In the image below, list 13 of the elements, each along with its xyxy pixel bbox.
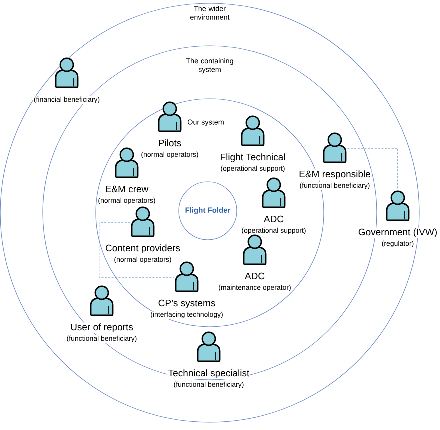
name-label: Flight Technical	[219, 152, 287, 164]
name-label: Technical specialist	[168, 368, 250, 380]
name-label: E&M responsible	[298, 170, 372, 180]
name-label: Content providers	[104, 244, 182, 254]
name-label: ADC	[244, 272, 266, 280]
name-label: CP’s systems	[158, 299, 216, 310]
name-label: E&M crew	[104, 185, 150, 194]
name-label: Government (IVW)	[358, 228, 438, 238]
name-label: User of reports	[70, 322, 134, 334]
connector-line	[347, 148, 398, 191]
name-label: ADC	[263, 215, 285, 224]
connector-line	[99, 222, 175, 278]
name-label: Pilots	[158, 138, 182, 148]
